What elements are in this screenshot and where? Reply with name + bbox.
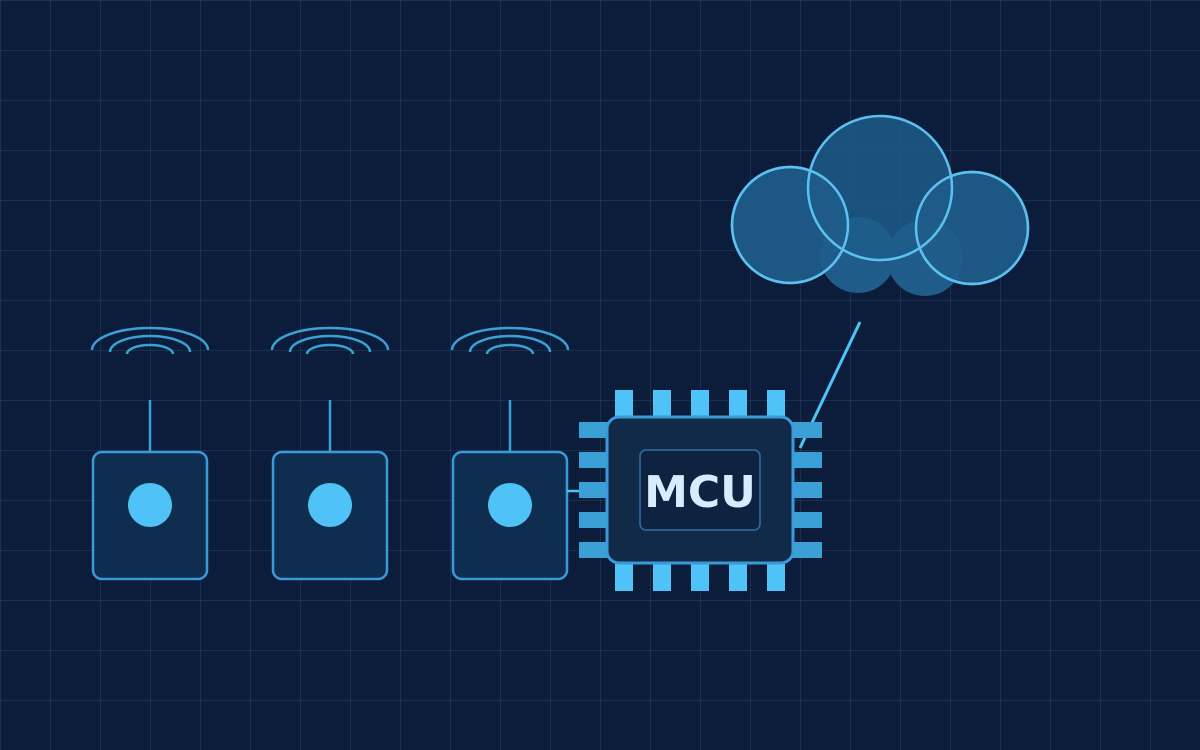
mcu-label: MCU [644, 467, 756, 518]
chip-label-plate [639, 449, 761, 531]
mcu-chip: MCU [579, 390, 822, 591]
wifi-signal-icon [270, 326, 390, 355]
sensor-indicator-dot [308, 483, 352, 527]
chip-pins-left [579, 422, 609, 558]
sensor-node-3 [450, 326, 600, 581]
sensor-node-1 [90, 326, 210, 581]
chip-pins-top [615, 390, 785, 418]
wifi-signal-icon [450, 326, 570, 355]
chip-pins-right [792, 422, 822, 558]
sensor-indicator-dot [128, 483, 172, 527]
sensor-indicator-dot [488, 483, 532, 527]
chip-pins-bottom [615, 563, 785, 591]
wifi-signal-icon [90, 326, 210, 355]
sensor-node-2 [270, 326, 390, 581]
cloud-icon [730, 114, 1030, 296]
